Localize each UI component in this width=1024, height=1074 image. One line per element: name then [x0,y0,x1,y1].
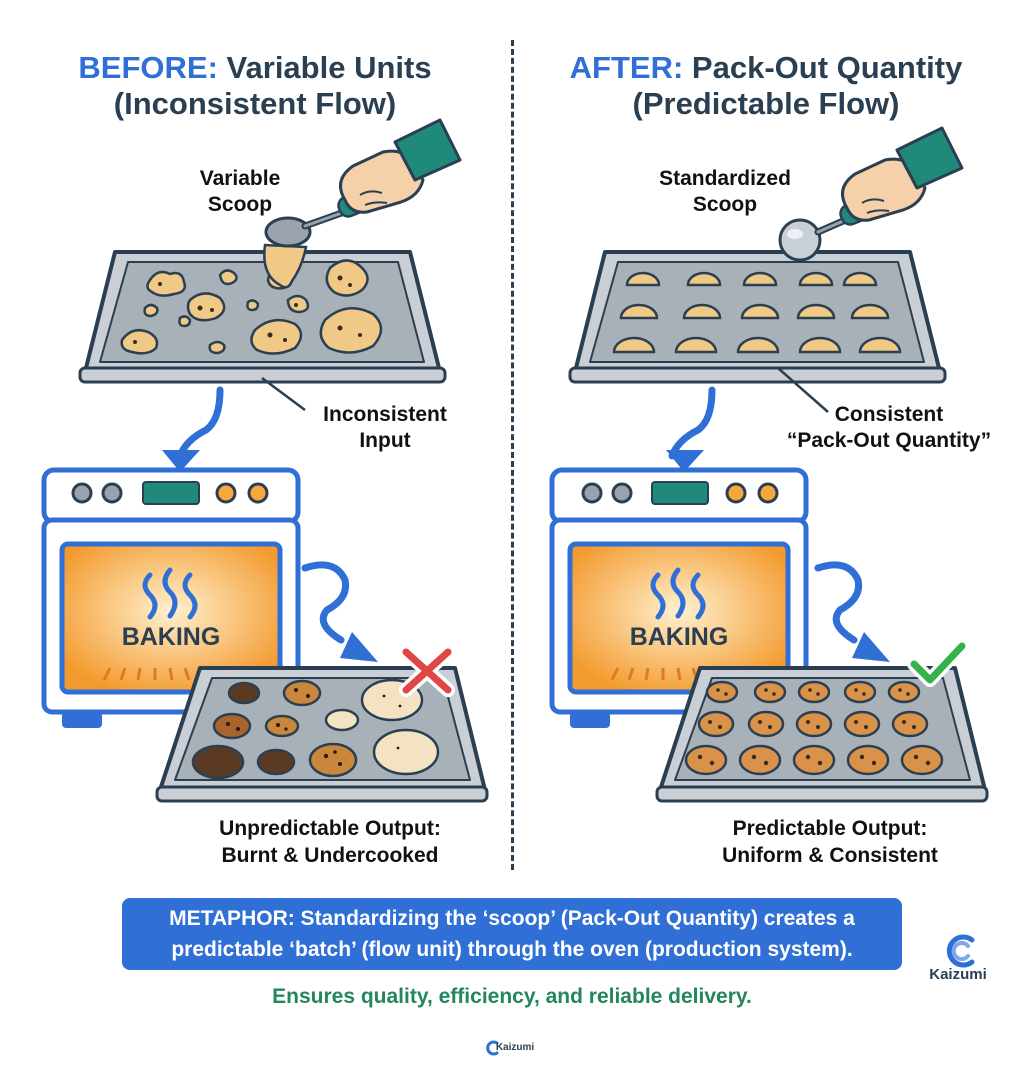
before-red-x-icon [399,645,455,697]
before-arrow-head-2 [340,632,378,662]
before-irregular-dough [120,259,383,355]
brand-name: Kaizumi [929,966,987,983]
before-mixed-cookies [191,678,440,780]
after-title-line2: (Predictable Flow) [632,86,900,121]
before-scoop-label-line1: Variable [199,167,281,190]
after-title-prefix: AFTER: [569,50,684,85]
before-arrow-to-output [301,561,350,644]
after-title: AFTER: Pack-Out Quantity (Predictable Fl… [548,50,984,122]
after-input-label-line1: Consistent [834,403,944,426]
before-title-line2: (Inconsistent Flow) [113,86,397,121]
before-title-rest: Variable Units [226,50,432,85]
after-arrow-to-oven [668,386,716,460]
after-input-label-line2: “Pack-Out Quantity” [786,429,992,452]
after-scoop-label-line1: Standardized [659,167,791,190]
after-oven-text: BAKING [629,623,729,651]
after-arrow-to-output [814,561,863,644]
before-arrow-to-oven [176,386,224,460]
kaizumi-logo-icon [946,934,975,968]
before-scoop-label: Variable Scoop [170,166,310,218]
after-oven [549,467,809,728]
before-input-label: Inconsistent Input [300,402,470,454]
after-uniform-dough [612,271,902,354]
after-arrow-head-2 [852,632,890,662]
before-arrow-head-1 [162,450,200,472]
after-title-rest: Pack-Out Quantity [691,50,963,85]
after-output-label: Predictable Output: Uniform & Consistent [680,815,980,869]
after-scoop-label-line2: Scoop [692,193,758,216]
banner-line1: METAPHOR: Standardizing the ‘scoop’ (Pac… [169,907,855,930]
before-cookie-chips [226,688,402,766]
before-output-line2: Burnt & Undercooked [221,844,439,867]
after-output-line2: Uniform & Consistent [722,844,938,867]
after-cookie-chips [697,688,931,766]
after-arrow-head-1 [666,450,704,472]
before-input-pointer [261,376,306,412]
after-hand [841,126,964,222]
footer-tagline: Ensures quality, efficiency, and reliabl… [272,985,752,1008]
after-input-label: Consistent “Pack-Out Quantity” [764,402,1014,454]
before-oven-text: BAKING [121,623,221,651]
after-input-pointer [777,367,829,413]
after-scoop-label: Standardized Scoop [640,166,810,218]
center-divider [511,40,514,870]
metaphor-banner: METAPHOR: Standardizing the ‘scoop’ (Pac… [122,898,902,970]
after-output-line1: Predictable Output: [732,817,928,840]
before-output-line1: Unpredictable Output: [219,817,441,840]
before-input-tray [78,250,447,384]
brand-name-small: Kaizumi [495,1042,535,1053]
before-input-label-line2: Input [359,429,411,452]
after-green-check-icon [907,639,969,687]
before-title-prefix: BEFORE: [78,50,218,85]
kaizumi-small-logo-icon [486,1040,499,1056]
before-title: BEFORE: Variable Units (Inconsistent Flo… [40,50,470,122]
before-dough-chips [133,275,362,344]
before-hand [339,118,462,214]
before-input-label-line1: Inconsistent [323,403,447,426]
after-uniform-cookies [684,680,944,776]
banner-line2: predictable ‘batch’ (flow unit) through … [171,938,853,961]
before-output-label: Unpredictable Output: Burnt & Undercooke… [180,815,480,869]
before-scoop-label-line2: Scoop [207,193,273,216]
